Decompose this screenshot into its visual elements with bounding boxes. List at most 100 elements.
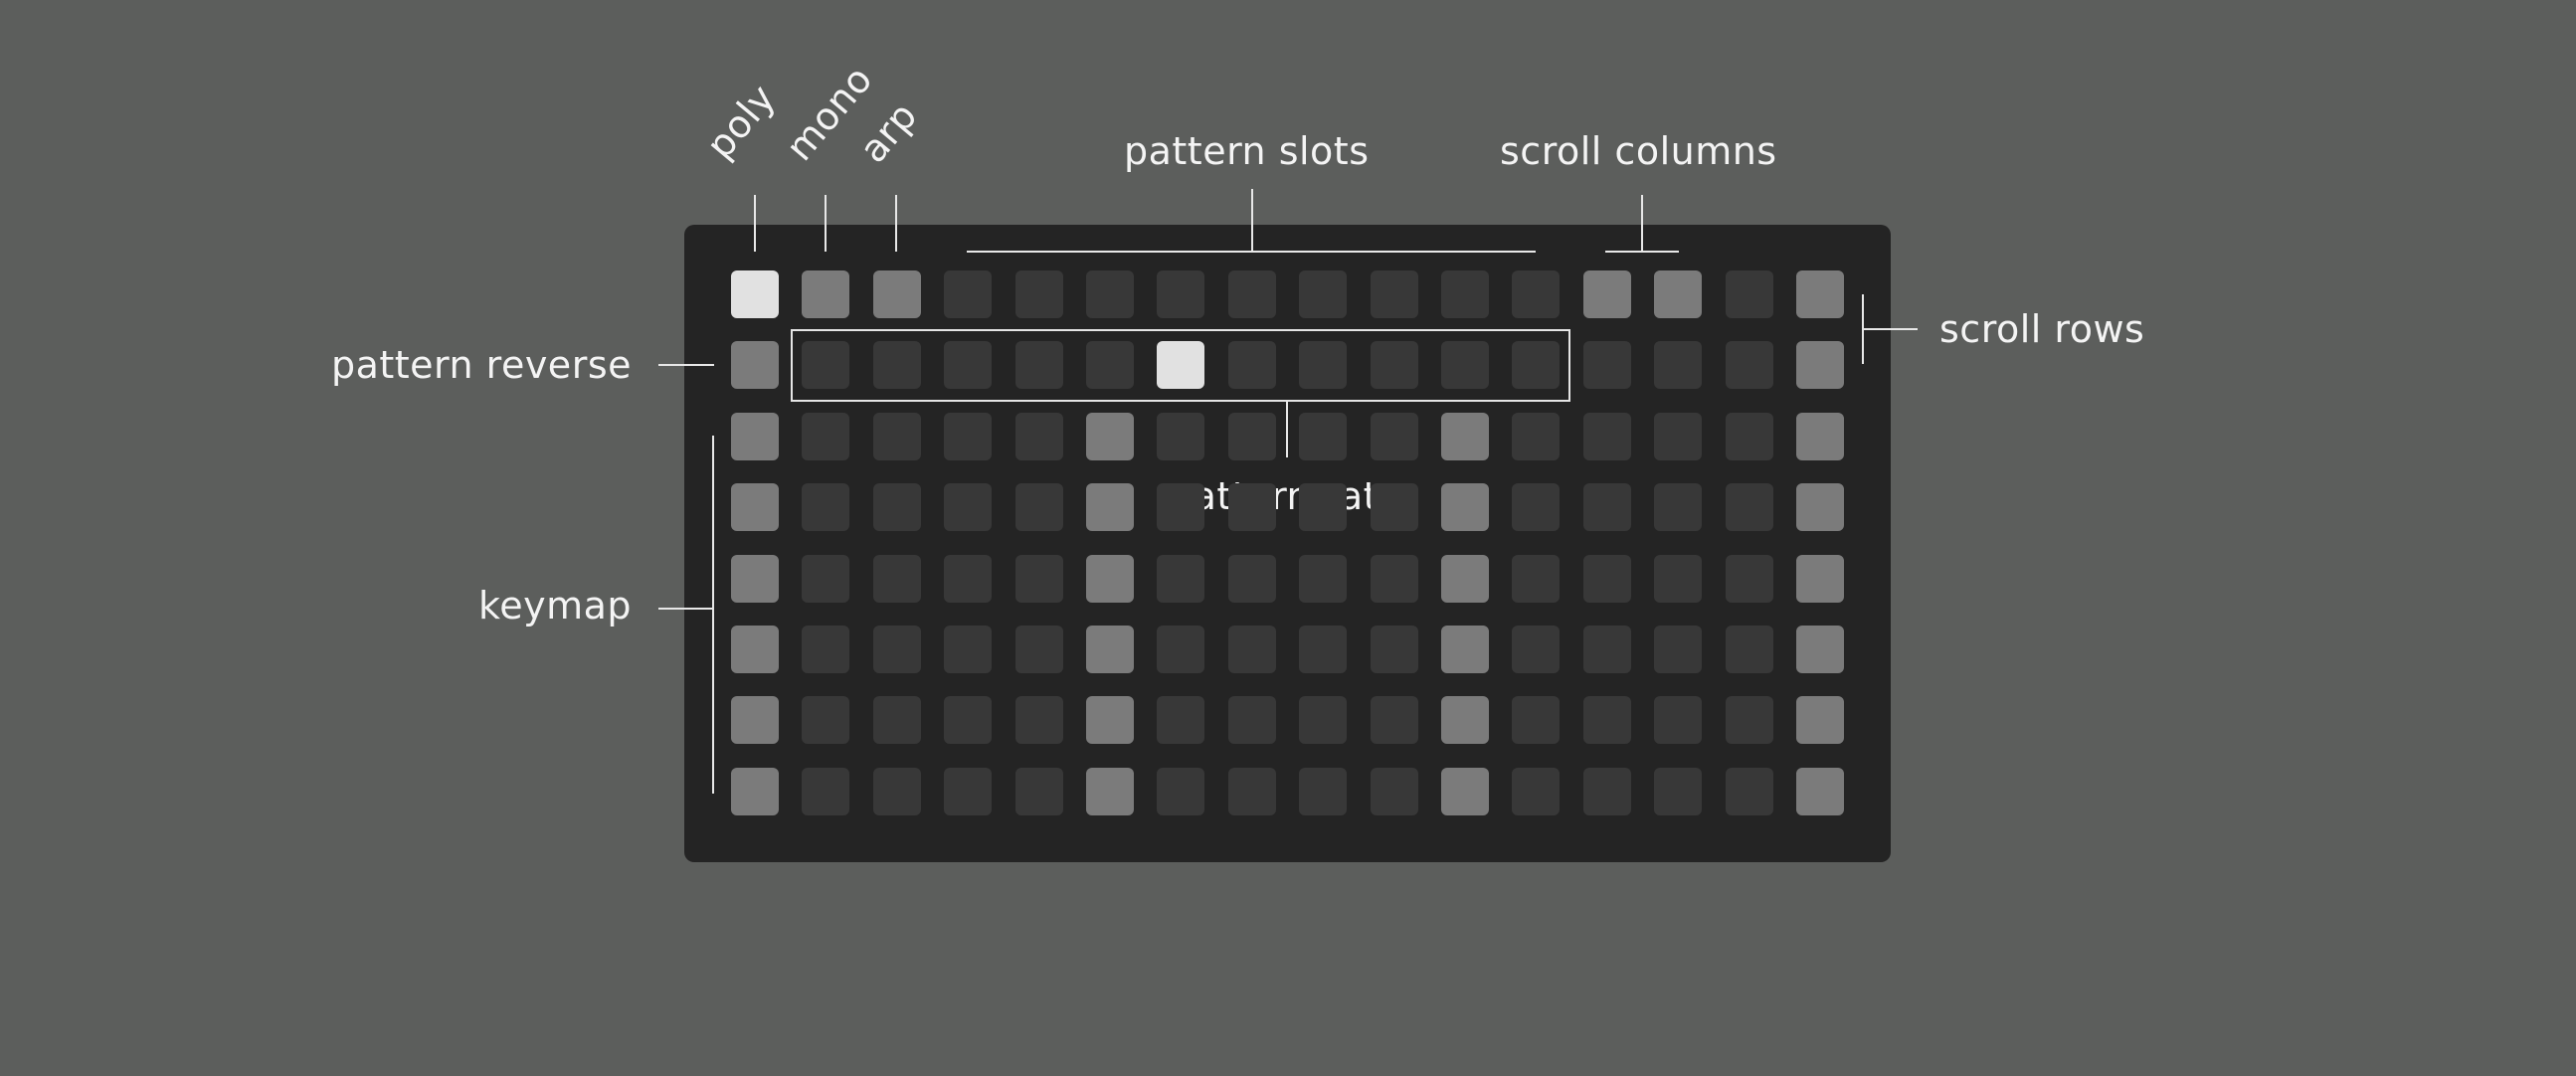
grid-pad[interactable] bbox=[1299, 341, 1347, 389]
grid-pad[interactable] bbox=[1299, 413, 1347, 460]
grid-pad[interactable] bbox=[1015, 626, 1063, 673]
grid-pad[interactable] bbox=[731, 413, 779, 460]
grid-pad[interactable] bbox=[1015, 768, 1063, 815]
grid-pad[interactable] bbox=[1654, 341, 1702, 389]
grid-pad[interactable] bbox=[1228, 626, 1276, 673]
grid-pad[interactable] bbox=[1299, 626, 1347, 673]
grid-pad[interactable] bbox=[1015, 413, 1063, 460]
grid-pad[interactable] bbox=[1726, 341, 1773, 389]
grid-pad[interactable] bbox=[1086, 483, 1134, 531]
grid-pad[interactable] bbox=[1583, 626, 1631, 673]
grid-pad[interactable] bbox=[1796, 696, 1844, 744]
grid-pad[interactable] bbox=[1157, 626, 1204, 673]
grid-pad[interactable] bbox=[1583, 696, 1631, 744]
grid-pad[interactable] bbox=[1441, 483, 1489, 531]
grid-pad[interactable] bbox=[1512, 768, 1560, 815]
grid-pad[interactable] bbox=[1086, 696, 1134, 744]
grid-pad[interactable] bbox=[1371, 270, 1418, 318]
grid-pad[interactable] bbox=[873, 626, 921, 673]
grid-pad[interactable] bbox=[1583, 555, 1631, 603]
grid-pad[interactable] bbox=[1796, 413, 1844, 460]
grid-pad[interactable] bbox=[944, 270, 992, 318]
grid-pad[interactable] bbox=[1512, 626, 1560, 673]
grid-pad[interactable] bbox=[1228, 341, 1276, 389]
grid-pad[interactable] bbox=[873, 768, 921, 815]
grid-pad[interactable] bbox=[1512, 555, 1560, 603]
grid-pad[interactable] bbox=[731, 696, 779, 744]
grid-pad[interactable] bbox=[1371, 768, 1418, 815]
grid-pad[interactable] bbox=[1157, 413, 1204, 460]
grid-pad[interactable] bbox=[1583, 270, 1631, 318]
grid-pad[interactable] bbox=[873, 555, 921, 603]
grid-pad[interactable] bbox=[1441, 341, 1489, 389]
grid-pad[interactable] bbox=[1654, 626, 1702, 673]
grid-pad[interactable] bbox=[802, 483, 849, 531]
grid-pad[interactable] bbox=[1371, 626, 1418, 673]
grid-pad[interactable] bbox=[802, 696, 849, 744]
grid-pad[interactable] bbox=[873, 413, 921, 460]
grid-pad[interactable] bbox=[1371, 341, 1418, 389]
grid-pad[interactable] bbox=[1086, 413, 1134, 460]
grid-pad[interactable] bbox=[873, 270, 921, 318]
grid-pad[interactable] bbox=[873, 696, 921, 744]
grid-pad[interactable] bbox=[944, 413, 992, 460]
grid-pad[interactable] bbox=[1796, 626, 1844, 673]
grid-pad[interactable] bbox=[1441, 270, 1489, 318]
grid-pad[interactable] bbox=[1512, 696, 1560, 744]
grid-pad[interactable] bbox=[802, 341, 849, 389]
grid-pad[interactable] bbox=[1583, 483, 1631, 531]
grid-pad[interactable] bbox=[1015, 483, 1063, 531]
grid-pad[interactable] bbox=[944, 768, 992, 815]
grid-pad[interactable] bbox=[1441, 413, 1489, 460]
grid-pad[interactable] bbox=[1228, 413, 1276, 460]
grid-pad[interactable] bbox=[1299, 696, 1347, 744]
grid-pad[interactable] bbox=[1796, 341, 1844, 389]
grid-pad[interactable] bbox=[1157, 483, 1204, 531]
grid-pad[interactable] bbox=[1512, 413, 1560, 460]
grid-pad[interactable] bbox=[1371, 483, 1418, 531]
grid-pad[interactable] bbox=[1796, 555, 1844, 603]
grid-pad[interactable] bbox=[802, 555, 849, 603]
grid-pad[interactable] bbox=[1654, 768, 1702, 815]
grid-pad[interactable] bbox=[1371, 696, 1418, 744]
grid-pad[interactable] bbox=[1441, 768, 1489, 815]
grid-pad[interactable] bbox=[1228, 483, 1276, 531]
grid-pad[interactable] bbox=[1086, 626, 1134, 673]
grid-pad[interactable] bbox=[1512, 270, 1560, 318]
grid-pad[interactable] bbox=[944, 341, 992, 389]
grid-pad[interactable] bbox=[1726, 270, 1773, 318]
grid-pad[interactable] bbox=[802, 626, 849, 673]
grid-pad[interactable] bbox=[802, 768, 849, 815]
grid-pad[interactable] bbox=[1086, 768, 1134, 815]
grid-pad[interactable] bbox=[1441, 555, 1489, 603]
grid-pad[interactable] bbox=[1583, 341, 1631, 389]
grid-pad[interactable] bbox=[1015, 270, 1063, 318]
grid-pad[interactable] bbox=[731, 341, 779, 389]
grid-pad[interactable] bbox=[1726, 696, 1773, 744]
grid-pad[interactable] bbox=[1299, 768, 1347, 815]
grid-pad[interactable] bbox=[1157, 768, 1204, 815]
grid-pad[interactable] bbox=[1299, 270, 1347, 318]
grid-pad[interactable] bbox=[1654, 483, 1702, 531]
grid-pad[interactable] bbox=[1726, 555, 1773, 603]
grid-pad[interactable] bbox=[944, 626, 992, 673]
grid-pad[interactable] bbox=[944, 555, 992, 603]
grid-pad[interactable] bbox=[1299, 555, 1347, 603]
grid-pad[interactable] bbox=[1654, 696, 1702, 744]
grid-pad[interactable] bbox=[802, 270, 849, 318]
grid-pad[interactable] bbox=[731, 768, 779, 815]
grid-pad[interactable] bbox=[873, 341, 921, 389]
grid-pad[interactable] bbox=[1726, 768, 1773, 815]
grid-pad[interactable] bbox=[944, 696, 992, 744]
grid-pad[interactable] bbox=[1512, 483, 1560, 531]
grid-pad[interactable] bbox=[1228, 768, 1276, 815]
grid-pad[interactable] bbox=[1726, 626, 1773, 673]
grid-pad[interactable] bbox=[1654, 270, 1702, 318]
grid-pad[interactable] bbox=[1157, 341, 1204, 389]
grid-pad[interactable] bbox=[1157, 270, 1204, 318]
grid-pad[interactable] bbox=[1512, 341, 1560, 389]
grid-pad[interactable] bbox=[1228, 270, 1276, 318]
grid-pad[interactable] bbox=[1157, 555, 1204, 603]
grid-pad[interactable] bbox=[1086, 270, 1134, 318]
grid-pad[interactable] bbox=[1726, 413, 1773, 460]
